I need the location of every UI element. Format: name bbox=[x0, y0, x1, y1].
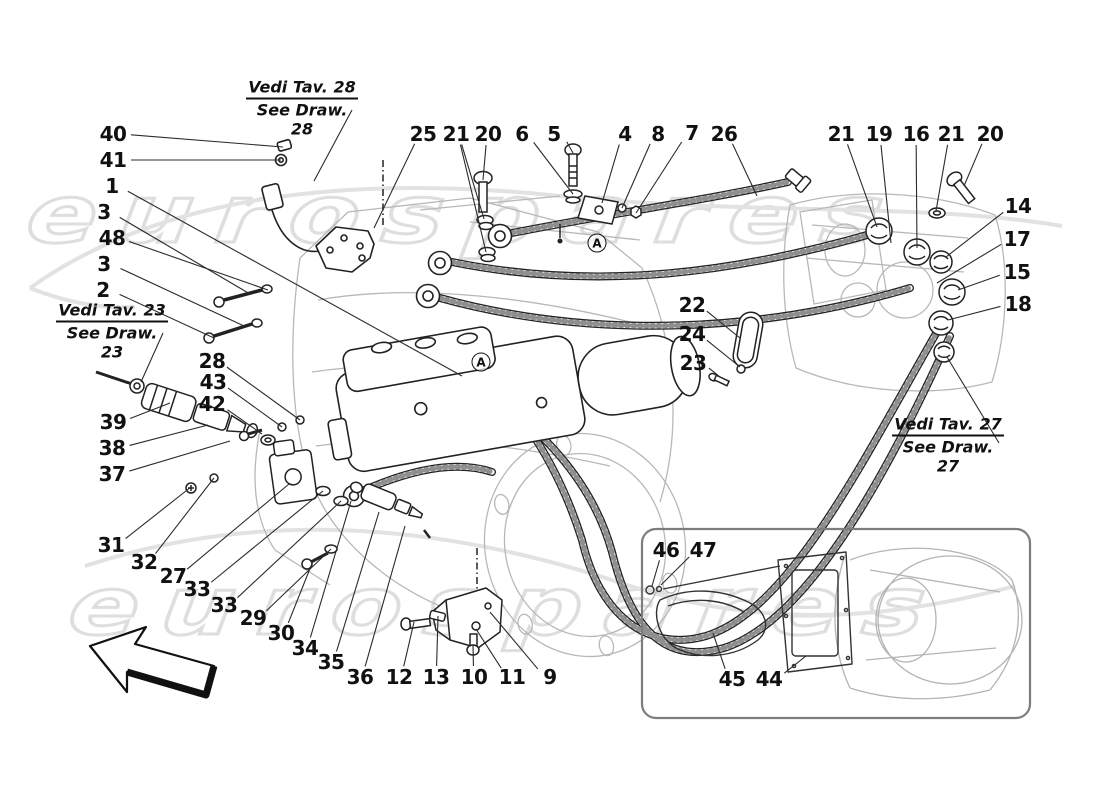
leader-line bbox=[706, 339, 741, 368]
leader-line bbox=[712, 632, 726, 670]
leader-line bbox=[127, 190, 463, 377]
mounting-plate bbox=[315, 226, 375, 273]
leader-line bbox=[129, 440, 231, 472]
bottom-bracket bbox=[400, 548, 503, 656]
fitting-cluster bbox=[865, 171, 976, 363]
leader-line bbox=[335, 511, 380, 652]
leader-line bbox=[621, 143, 651, 209]
leader-line bbox=[533, 142, 574, 195]
leader-line bbox=[210, 490, 324, 583]
hose-end-fitting bbox=[784, 168, 812, 193]
speed-sensor bbox=[185, 439, 431, 570]
leader-line bbox=[120, 267, 245, 327]
leader-line bbox=[403, 621, 415, 667]
leader-line bbox=[155, 477, 215, 554]
leader-line bbox=[128, 240, 269, 291]
leader-line bbox=[566, 141, 574, 154]
leader-line bbox=[945, 211, 1004, 258]
leader-line bbox=[957, 274, 1000, 291]
leader-line bbox=[846, 144, 878, 228]
leader-line bbox=[880, 144, 892, 244]
leader-line bbox=[915, 144, 918, 249]
leader-line bbox=[266, 548, 332, 612]
clutch-actuator bbox=[327, 326, 701, 473]
leader-line bbox=[309, 500, 352, 638]
engine-background bbox=[783, 193, 1006, 392]
leader-line bbox=[946, 356, 1000, 444]
leader-line bbox=[651, 560, 661, 587]
leader-line bbox=[708, 367, 721, 378]
heat-shield-side bbox=[777, 551, 853, 673]
leader-line bbox=[129, 424, 209, 446]
heat-shield-lower bbox=[645, 565, 781, 657]
differential-housing bbox=[834, 547, 1023, 700]
inset-panel bbox=[640, 527, 1032, 720]
leader-line bbox=[130, 134, 284, 148]
pad-item bbox=[708, 311, 764, 387]
leader-line bbox=[436, 615, 439, 667]
leader-line bbox=[125, 486, 192, 539]
leader-line bbox=[186, 483, 290, 570]
leader-line bbox=[936, 243, 1002, 284]
leader-line bbox=[227, 409, 263, 435]
leader-line bbox=[227, 387, 283, 428]
leader-line bbox=[237, 500, 342, 599]
leader-line bbox=[119, 216, 251, 295]
leader-line bbox=[461, 144, 485, 220]
direction-arrow-icon bbox=[88, 625, 218, 699]
leader-line bbox=[226, 366, 301, 421]
leader-line bbox=[963, 143, 983, 187]
leader-line bbox=[373, 143, 416, 229]
leader-line bbox=[364, 525, 406, 667]
leader-line bbox=[459, 144, 487, 253]
leader-line bbox=[731, 143, 758, 197]
watermark-swoosh-bottom bbox=[84, 527, 1016, 617]
leader-line bbox=[783, 655, 807, 674]
leader-line bbox=[706, 310, 741, 339]
leader-line bbox=[119, 293, 215, 339]
leader-line bbox=[935, 144, 949, 212]
leader-line bbox=[660, 556, 690, 586]
leader-line bbox=[475, 628, 502, 669]
leader-line bbox=[482, 144, 487, 181]
leader-line bbox=[140, 332, 164, 383]
leader-line bbox=[635, 141, 683, 214]
leader-line bbox=[313, 109, 353, 182]
leader-line bbox=[489, 611, 539, 670]
leader-line bbox=[601, 144, 620, 204]
leader-line bbox=[129, 402, 171, 420]
leader-line bbox=[947, 305, 1001, 321]
leader-line bbox=[287, 560, 314, 624]
pushrod-assembly bbox=[95, 370, 276, 446]
